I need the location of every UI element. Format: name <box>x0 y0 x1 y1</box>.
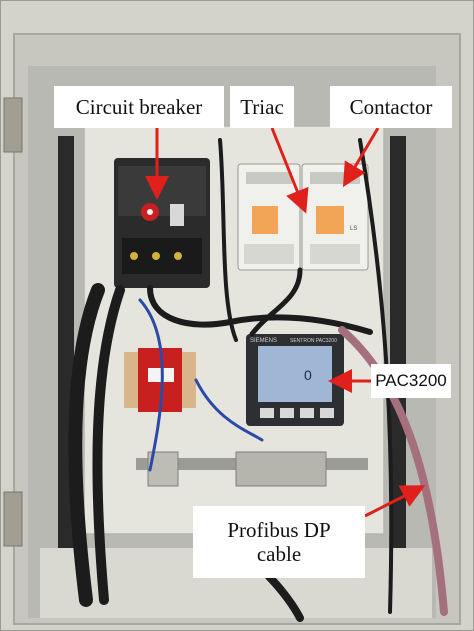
label-triac: Triac <box>230 86 294 128</box>
profibus-cable <box>338 326 448 616</box>
callout-arrows <box>145 127 426 518</box>
terminal-blocks <box>147 451 327 487</box>
hinge-bottom <box>3 491 23 547</box>
circuit-breaker <box>114 158 210 288</box>
hinge-top <box>3 97 23 153</box>
arrow-triac <box>270 127 309 214</box>
arrow-contactor <box>342 127 380 188</box>
label-profibus-line2: cable <box>256 542 302 566</box>
label-profibus-dp-cable: Profibus DP cable <box>193 506 365 578</box>
contactor <box>301 163 369 271</box>
label-pac3200: PAC3200 <box>371 364 451 398</box>
label-contactor: Contactor <box>330 86 452 128</box>
label-profibus-line1: Profibus DP <box>227 517 331 542</box>
arrow-profibus <box>364 485 426 518</box>
pac3200-meter <box>246 334 344 426</box>
label-circuit-breaker: Circuit breaker <box>54 86 224 128</box>
triac <box>237 163 301 271</box>
